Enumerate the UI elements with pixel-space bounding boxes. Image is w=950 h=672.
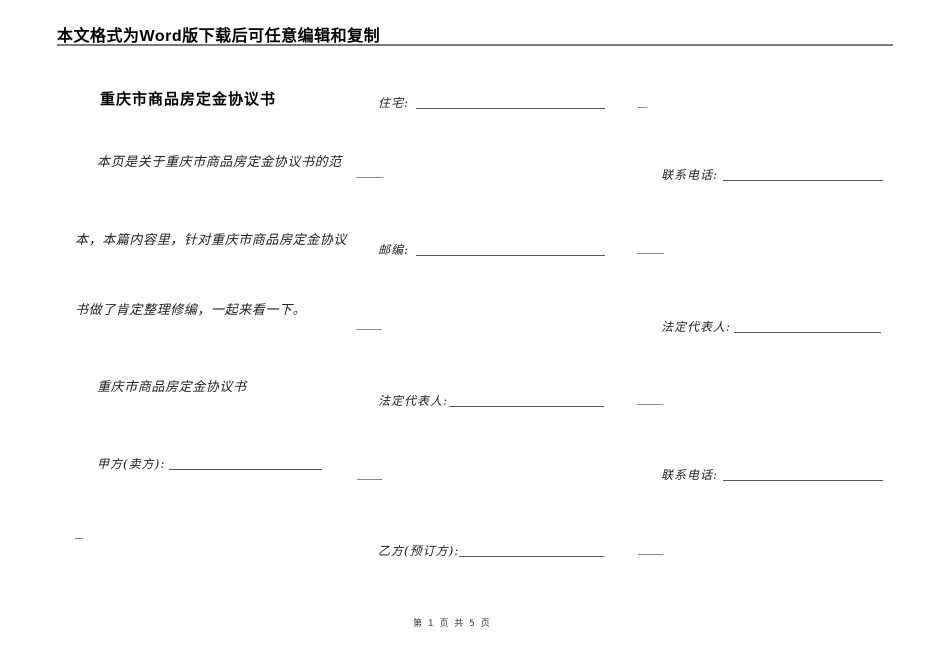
- short-blank-line-1[interactable]: [356, 176, 383, 178]
- residence-label: 住宅:: [378, 96, 410, 110]
- phone-blank-line-2[interactable]: [723, 479, 883, 481]
- short-blank-line-2[interactable]: [637, 252, 664, 254]
- paragraph-line-2: 本，本篇内容里，针对重庆市商品房定金协议: [75, 233, 348, 248]
- dash-mark-left: [75, 537, 83, 539]
- short-blank-line-5[interactable]: [357, 478, 382, 480]
- party-b-label: 乙方(预订方):: [378, 544, 460, 558]
- editable-notice-text: 本文格式为Word版下载后可任意编辑和复制: [57, 28, 381, 45]
- party-a-blank-line[interactable]: [169, 468, 322, 470]
- party-a-label: 甲方(卖方):: [97, 457, 166, 471]
- document-title: 重庆市商品房定金协议书: [100, 91, 277, 108]
- short-blank-line-6[interactable]: [638, 553, 663, 555]
- phone-blank-line-1[interactable]: [723, 179, 883, 181]
- legal-rep-blank-line-right[interactable]: [734, 331, 881, 333]
- short-blank-line-3[interactable]: [356, 328, 382, 330]
- residence-blank-line[interactable]: [416, 107, 605, 109]
- legal-rep-blank-line-mid[interactable]: [449, 405, 604, 407]
- phone-label-1: 联系电话:: [661, 168, 719, 182]
- header-divider-line: [57, 44, 893, 46]
- document-subtitle: 重庆市商品房定金协议书: [97, 380, 247, 395]
- legal-rep-label-right: 法定代表人:: [661, 320, 732, 334]
- phone-label-2: 联系电话:: [661, 468, 719, 482]
- paragraph-line-1: 本页是关于重庆市商品房定金协议书的范: [97, 155, 342, 170]
- postcode-blank-line[interactable]: [416, 254, 605, 256]
- paragraph-line-3: 书做了肯定整理修编，一起来看一下。: [75, 303, 307, 318]
- postcode-label: 邮编:: [378, 243, 410, 257]
- dash-mark-right-of-residence: [638, 106, 647, 108]
- legal-rep-label-mid: 法定代表人:: [378, 394, 449, 408]
- short-blank-line-4[interactable]: [637, 403, 663, 405]
- party-b-blank-line[interactable]: [459, 555, 604, 557]
- page-number-indicator: 第 1 页 共 5 页: [413, 619, 492, 629]
